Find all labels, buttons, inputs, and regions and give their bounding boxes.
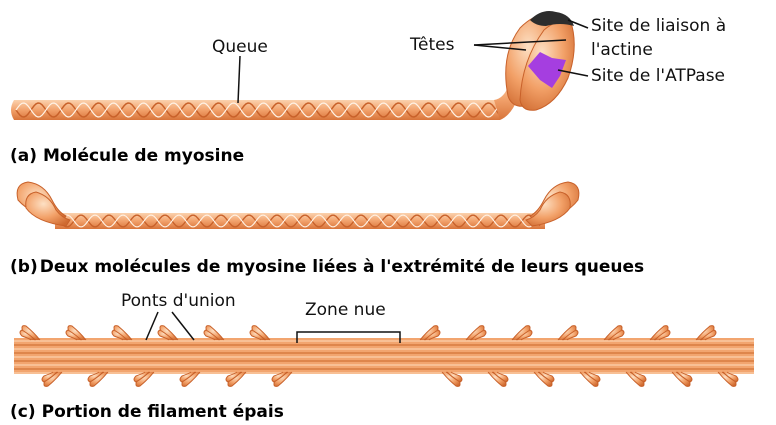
- label-heads: Têtes: [410, 35, 454, 55]
- label-actin-binding-site-line-1: Site de liaison à: [591, 16, 726, 36]
- label-cross-bridges: Ponts d'union: [121, 291, 236, 311]
- cross-bridge-head: [650, 326, 670, 340]
- cross-bridge-head: [204, 326, 224, 340]
- cross-bridge-head: [134, 372, 154, 386]
- panel-b-two-myosins: [17, 182, 579, 229]
- actin-binding-site: [530, 11, 574, 26]
- cross-bridge-head: [558, 326, 578, 340]
- cross-bridge-head: [272, 372, 292, 386]
- caption-a-text: Molécule de myosine: [43, 146, 244, 166]
- cross-bridge-head: [66, 326, 86, 340]
- caption-b-text: Deux molécules de myosine liées à l'extr…: [40, 257, 644, 277]
- cross-bridge-head: [420, 326, 440, 340]
- caption-b: (b)Deux molécules de myosine liées à l'e…: [10, 257, 644, 277]
- myosin-heads-left: [17, 182, 70, 226]
- caption-a-letter: (a): [10, 146, 37, 166]
- cross-bridge-head: [580, 372, 600, 386]
- caption-c-text: Portion de filament épais: [42, 402, 284, 422]
- cross-bridge-head: [158, 326, 178, 340]
- leader-line-bridge-1: [146, 312, 158, 340]
- cross-bridge-head: [42, 372, 62, 386]
- cross-bridge-head: [534, 372, 554, 386]
- cross-bridge-head: [604, 326, 624, 340]
- cross-bridge-head: [180, 372, 200, 386]
- caption-c: (c) Portion de filament épais: [10, 402, 284, 422]
- leader-line-bridge-2: [172, 312, 194, 340]
- label-tail: Queue: [212, 37, 268, 57]
- cross-bridge-head: [112, 326, 132, 340]
- label-actin-binding-site-line-2: l'actine: [591, 40, 653, 60]
- panel-a-myosin-molecule: [11, 11, 588, 120]
- cross-bridge-head: [226, 372, 246, 386]
- cross-bridge-head: [466, 326, 486, 340]
- cross-bridge-head: [696, 326, 716, 340]
- cross-bridge-head: [442, 372, 462, 386]
- caption-c-letter: (c): [10, 402, 36, 422]
- cross-bridge-head: [672, 372, 692, 386]
- myosin-heads-right: [526, 182, 579, 226]
- label-bare-zone: Zone nue: [305, 300, 386, 320]
- cross-bridge-head: [88, 372, 108, 386]
- caption-a: (a) Molécule de myosine: [10, 146, 244, 166]
- panel-c-thick-filament: [14, 312, 754, 386]
- leader-line-tail: [238, 56, 240, 103]
- cross-bridge-head: [250, 326, 270, 340]
- label-atpase-site: Site de l'ATPase: [591, 66, 725, 86]
- caption-b-letter: (b): [10, 257, 38, 277]
- cross-bridge-head: [512, 326, 532, 340]
- myosin-tail: [11, 100, 500, 120]
- cross-bridge-head: [20, 326, 40, 340]
- cross-bridge-head: [626, 372, 646, 386]
- cross-bridge-head: [488, 372, 508, 386]
- cross-bridge-head: [718, 372, 738, 386]
